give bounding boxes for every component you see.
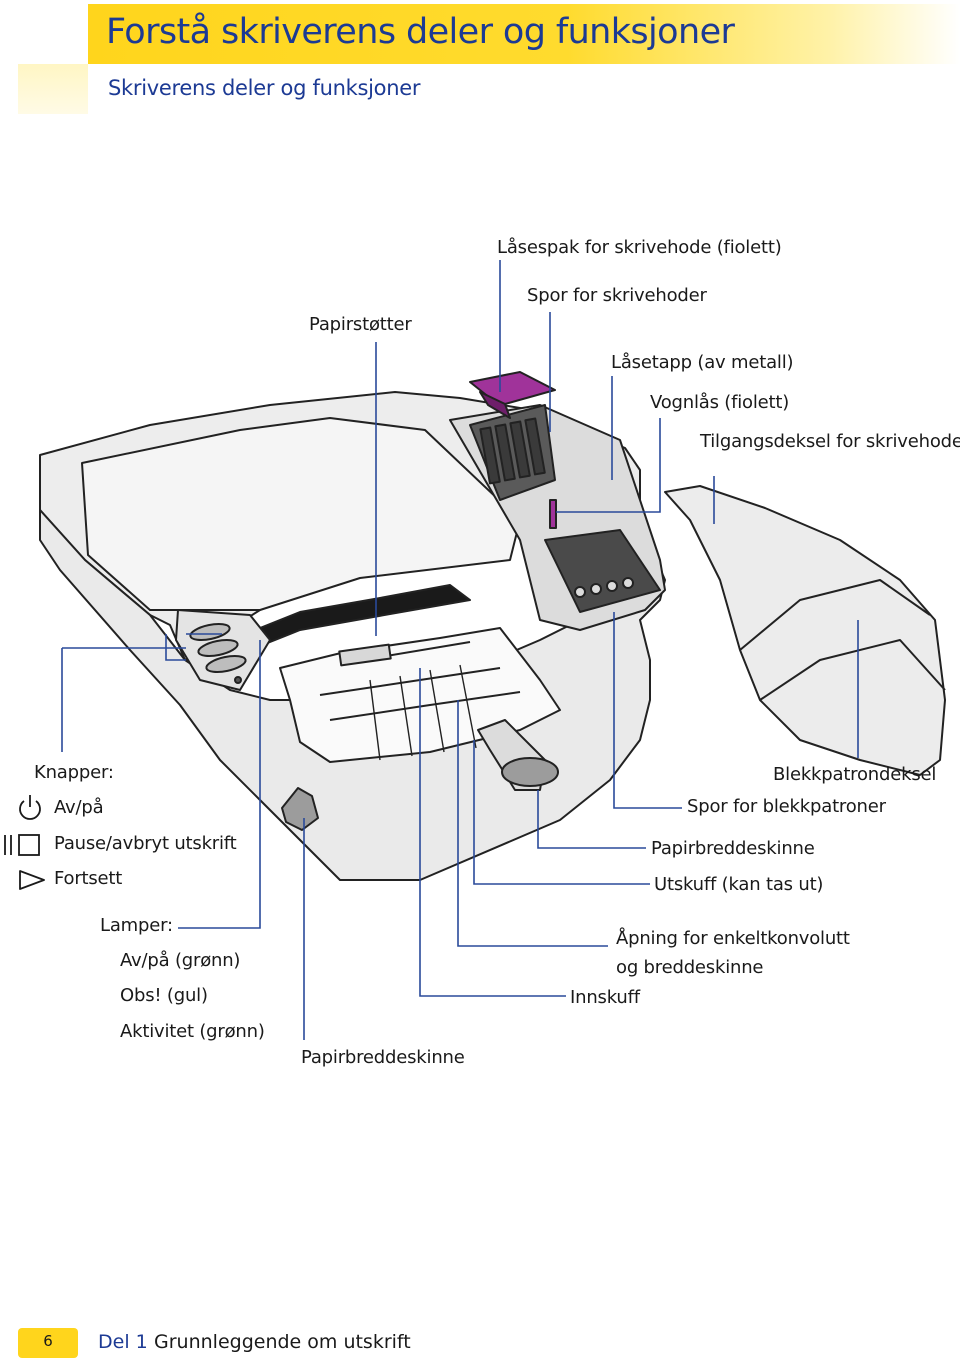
line-lamper xyxy=(178,640,261,929)
lamp-label-power: Av/på (grønn) xyxy=(120,950,241,971)
line-papirbreddeskinne-right xyxy=(537,790,646,849)
lamp-label-activity: Aktivitet (grønn) xyxy=(120,1021,265,1042)
label-aapning-line1: Åpning for enkeltkonvolutt xyxy=(616,928,850,949)
paper-support xyxy=(338,643,392,667)
control-button-pause xyxy=(197,638,239,658)
subtitle-accent-block xyxy=(18,64,88,114)
button-label-pause: Pause/avbryt utskrift xyxy=(54,833,237,854)
button-label-power: Av/på xyxy=(54,797,104,818)
label-vognlaas: Vognlås (fiolett) xyxy=(650,392,790,413)
resume-icon xyxy=(19,870,45,890)
label-papirbreddeskinne-bottom: Papirbreddeskinne xyxy=(301,1047,465,1068)
page-title: Forstå skriverens deler og funksjoner xyxy=(106,12,735,52)
line-aapning xyxy=(457,700,608,947)
label-utskuff: Utskuff (kan tas ut) xyxy=(654,874,824,895)
pause-cancel-icon xyxy=(4,834,40,856)
paper-slot xyxy=(254,584,471,645)
title-band xyxy=(88,4,960,64)
line-spor-blekkpatroner xyxy=(613,612,682,809)
printhead-latch-violet xyxy=(469,371,556,405)
page-subtitle: Skriverens deler og funksjoner xyxy=(108,76,421,100)
line-lamp-bracket xyxy=(165,634,186,661)
lamp-label-attention: Obs! (gul) xyxy=(120,985,208,1006)
label-papirbreddeskinne-right: Papirbreddeskinne xyxy=(651,838,815,859)
printer-illustration xyxy=(39,371,946,881)
label-aapning-line2: og breddeskinne xyxy=(616,957,764,978)
label-papirstotter: Papirstøtter xyxy=(309,314,412,335)
label-spor-blekkpatroner: Spor for blekkpatroner xyxy=(687,796,886,817)
carriage-lock-violet xyxy=(549,499,557,529)
label-spor-skrivehoder: Spor for skrivehoder xyxy=(527,285,707,306)
label-tilgangsdeksel: Tilgangsdeksel for skrivehoder xyxy=(700,431,960,452)
line-utskuff xyxy=(473,740,650,885)
lamp-activity xyxy=(234,676,242,684)
printer-front-body xyxy=(39,509,666,881)
footer-section: Grunnleggende om utskrift xyxy=(154,1331,411,1353)
footer-part: Del 1 xyxy=(98,1331,148,1353)
page-number: 6 xyxy=(43,1332,53,1350)
label-laasetapp: Låsetapp (av metall) xyxy=(611,352,794,373)
label-laasespak: Låsespak for skrivehode (fiolett) xyxy=(497,237,782,258)
power-icon xyxy=(19,795,41,820)
page-number-badge xyxy=(18,1328,78,1358)
line-vognlaas xyxy=(556,418,661,513)
button-label-resume: Fortsett xyxy=(54,868,123,889)
line-innskuff xyxy=(419,668,566,997)
lamps-heading: Lamper: xyxy=(100,915,173,936)
control-button-power xyxy=(189,622,231,642)
label-innskuff: Innskuff xyxy=(570,987,640,1008)
callout-lines xyxy=(61,260,859,1040)
ink-cartridge-slots xyxy=(544,529,661,613)
printhead-access-cover xyxy=(664,485,946,776)
buttons-heading: Knapper: xyxy=(34,762,114,783)
paper-width-guide-knob xyxy=(281,787,319,831)
control-button-resume xyxy=(205,654,247,674)
printer-top-plate xyxy=(81,417,521,611)
label-blekkpatrondeksel: Blekkpatrondeksel xyxy=(773,764,937,785)
tray-knob xyxy=(501,757,559,787)
